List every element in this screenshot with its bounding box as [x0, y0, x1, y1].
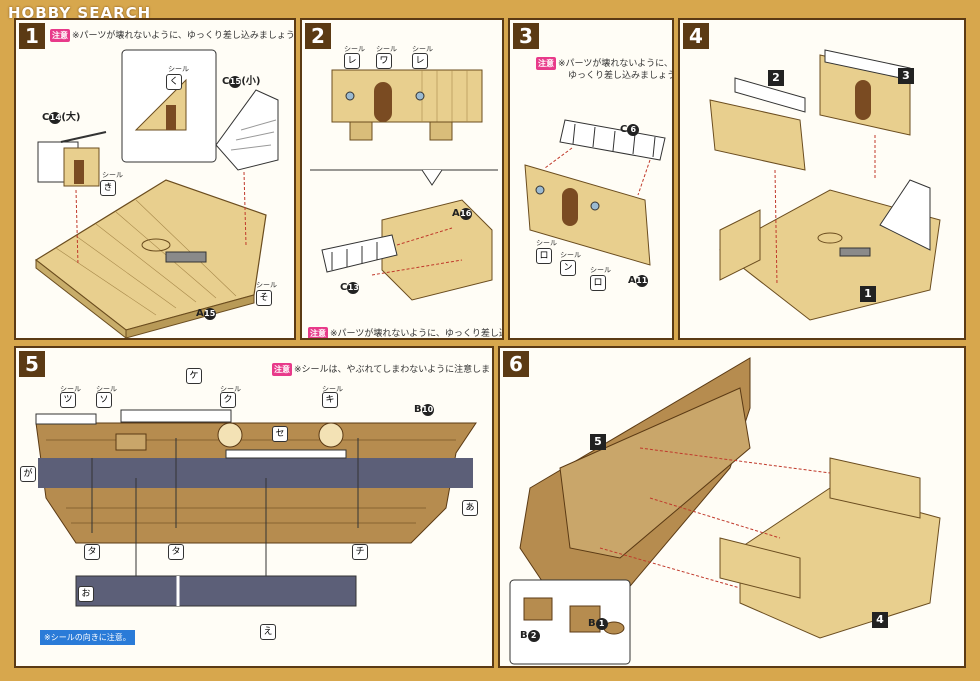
note-badge: 注意	[536, 57, 556, 70]
note-badge: 注意	[308, 327, 328, 338]
seal-n: ン	[560, 260, 576, 276]
seal-label: シール	[60, 385, 81, 393]
watermark: HOBBY SEARCH	[8, 4, 152, 22]
seal-label: シール	[96, 385, 117, 393]
seal-ta-left: タ	[84, 544, 100, 560]
seal-se: セ	[272, 426, 288, 442]
part-label-a11: A11	[628, 275, 648, 287]
step-number: 5	[19, 351, 45, 377]
step-4-panel: 4 2 3 1	[678, 18, 966, 340]
seal-label: シール	[412, 45, 433, 53]
step-note: 注意※パーツが壊れないように、ゆっくり差し込みましょう。	[308, 326, 502, 339]
seal-ga: が	[20, 466, 36, 482]
ref-step-1: 1	[860, 286, 876, 302]
part-label-b10: B10	[414, 404, 434, 416]
seal-wa: ワ	[376, 53, 392, 69]
seal-re-left: レ	[344, 53, 360, 69]
ref-step-4: 4	[872, 612, 888, 628]
note-badge: 注意	[50, 29, 70, 42]
note-badge: 注意	[272, 363, 292, 376]
step-number: 2	[305, 23, 331, 49]
step-4-drawing	[709, 49, 941, 321]
step-note: 注意※パーツが壊れないように、ゆっくり差し込みましょう。	[50, 28, 296, 42]
step-number: 6	[503, 351, 529, 377]
step-number: 3	[513, 23, 539, 49]
note-text: ※パーツが壊れないように、ゆっくり差し込みましょう。	[330, 329, 502, 339]
step-number: 1	[19, 23, 45, 49]
ref-step-5: 5	[590, 434, 606, 450]
seal-so: ソ	[96, 392, 112, 408]
part-label-c13: C13	[340, 282, 360, 294]
seal-ke: ケ	[186, 368, 202, 384]
step-1-drawing	[34, 49, 279, 338]
step-2-drawing	[310, 69, 498, 301]
seal-label: シール	[322, 385, 343, 393]
seal-re-right: レ	[412, 53, 428, 69]
seal-e: え	[260, 624, 276, 640]
seal-ta-mid: タ	[168, 544, 184, 560]
step-5-drawing	[35, 409, 477, 607]
note-text: ※シールは、やぶれてしまわないように注意しましょう。	[294, 365, 492, 375]
step-note: 注意※シールは、やぶれてしまわないように注意しましょう。	[272, 362, 492, 376]
part-label-a16: A16	[452, 208, 472, 220]
step-number: 4	[683, 23, 709, 49]
seal-label: シール	[168, 65, 189, 73]
step-5-panel: 5 注意※シールは、やぶれてしまわないように注意しましょう。 B10 シール ツ…	[14, 346, 494, 668]
seal-orientation-note: ※シールの向きに注意。	[40, 630, 135, 645]
seal-label: シール	[590, 266, 611, 274]
step-2-panel: 2 シール レ シール ワ シール レ A16 C13 注意※パーツが壊れないよ	[300, 18, 504, 340]
part-label-a15: A15	[196, 308, 216, 320]
seal-o: お	[78, 586, 94, 602]
step-note-line2: ゆっくり差し込みましょう。	[568, 71, 674, 81]
seal-label: シール	[376, 45, 397, 53]
step-1-panel: 1 注意※パーツが壊れないように、ゆっくり差し込みましょう。	[14, 18, 296, 340]
seal-label: シール	[344, 45, 365, 53]
step-6-drawing	[509, 357, 941, 665]
seal-label: シール	[220, 385, 241, 393]
seal-chi: チ	[352, 544, 368, 560]
seal-ki: き	[100, 180, 116, 196]
ref-step-2: 2	[768, 70, 784, 86]
note-text: ※パーツが壊れないように、	[558, 59, 673, 69]
step-3-drawing	[524, 119, 666, 266]
seal-so: そ	[256, 290, 272, 306]
seal-ku: く	[166, 74, 182, 90]
seal-label: シール	[256, 281, 277, 289]
seal-label: シール	[102, 171, 123, 179]
part-label-c14: C14(大)	[42, 112, 81, 124]
seal-ki: キ	[322, 392, 338, 408]
part-label-c15: C15(小)	[222, 76, 261, 88]
seal-ro-left: ロ	[536, 248, 552, 264]
step-note: 注意※パーツが壊れないように、	[536, 56, 673, 70]
seal-label: シール	[536, 239, 557, 247]
seal-a: あ	[462, 500, 478, 516]
ref-step-3: 3	[898, 68, 914, 84]
seal-label: シール	[560, 251, 581, 259]
note-text: ※パーツが壊れないように、ゆっくり差し込みましょう。	[72, 31, 296, 41]
seal-tsu: ツ	[60, 392, 76, 408]
seal-ku: ク	[220, 392, 236, 408]
seal-ro-right: ロ	[590, 275, 606, 291]
